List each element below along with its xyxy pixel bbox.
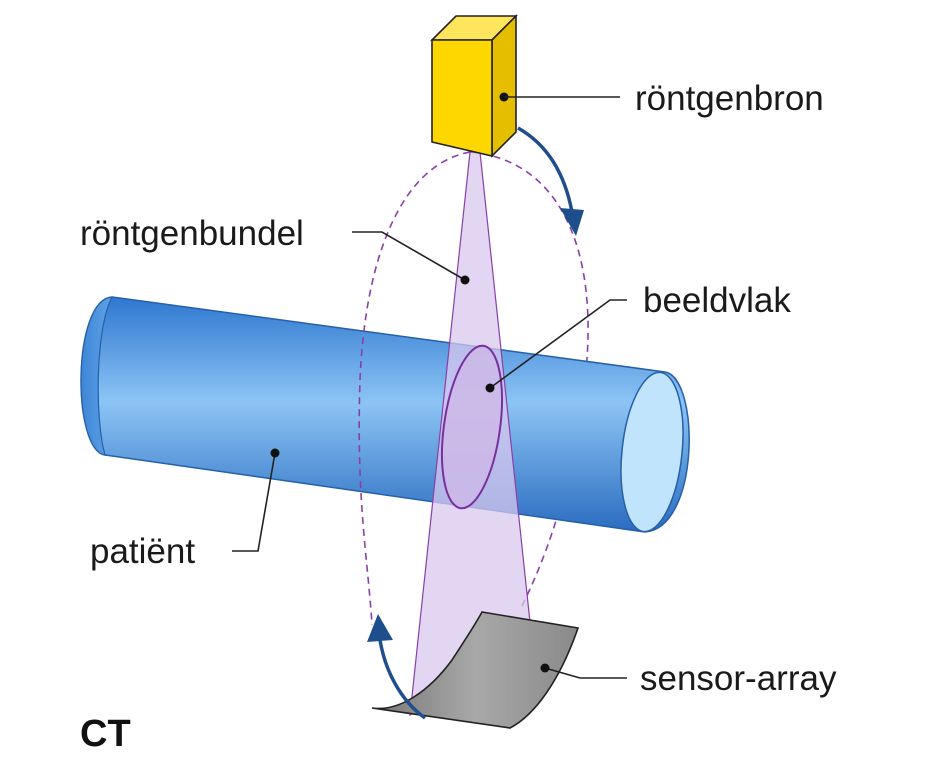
orbit-back [469, 151, 589, 611]
leader-patient [232, 448, 280, 552]
rotation-arrow-bottom [367, 614, 427, 720]
label-sensor: sensor-array [640, 659, 837, 698]
patient-cylinder [80, 296, 690, 533]
leader-plane [485, 299, 627, 393]
label-source: röntgenbron [635, 79, 824, 118]
leader-source [499, 92, 620, 102]
label-plane: beeldvlak [643, 281, 791, 320]
label-patient: patiënt [90, 532, 195, 571]
leader-beam [352, 231, 470, 285]
diagram-title: CT [80, 713, 131, 755]
leader-sensor [540, 663, 627, 679]
rotation-arrow-top [517, 126, 584, 236]
sensor-array [371, 611, 580, 729]
xray-source [430, 14, 518, 158]
orbit-front [358, 151, 471, 626]
label-beam: röntgenbundel [80, 214, 304, 253]
